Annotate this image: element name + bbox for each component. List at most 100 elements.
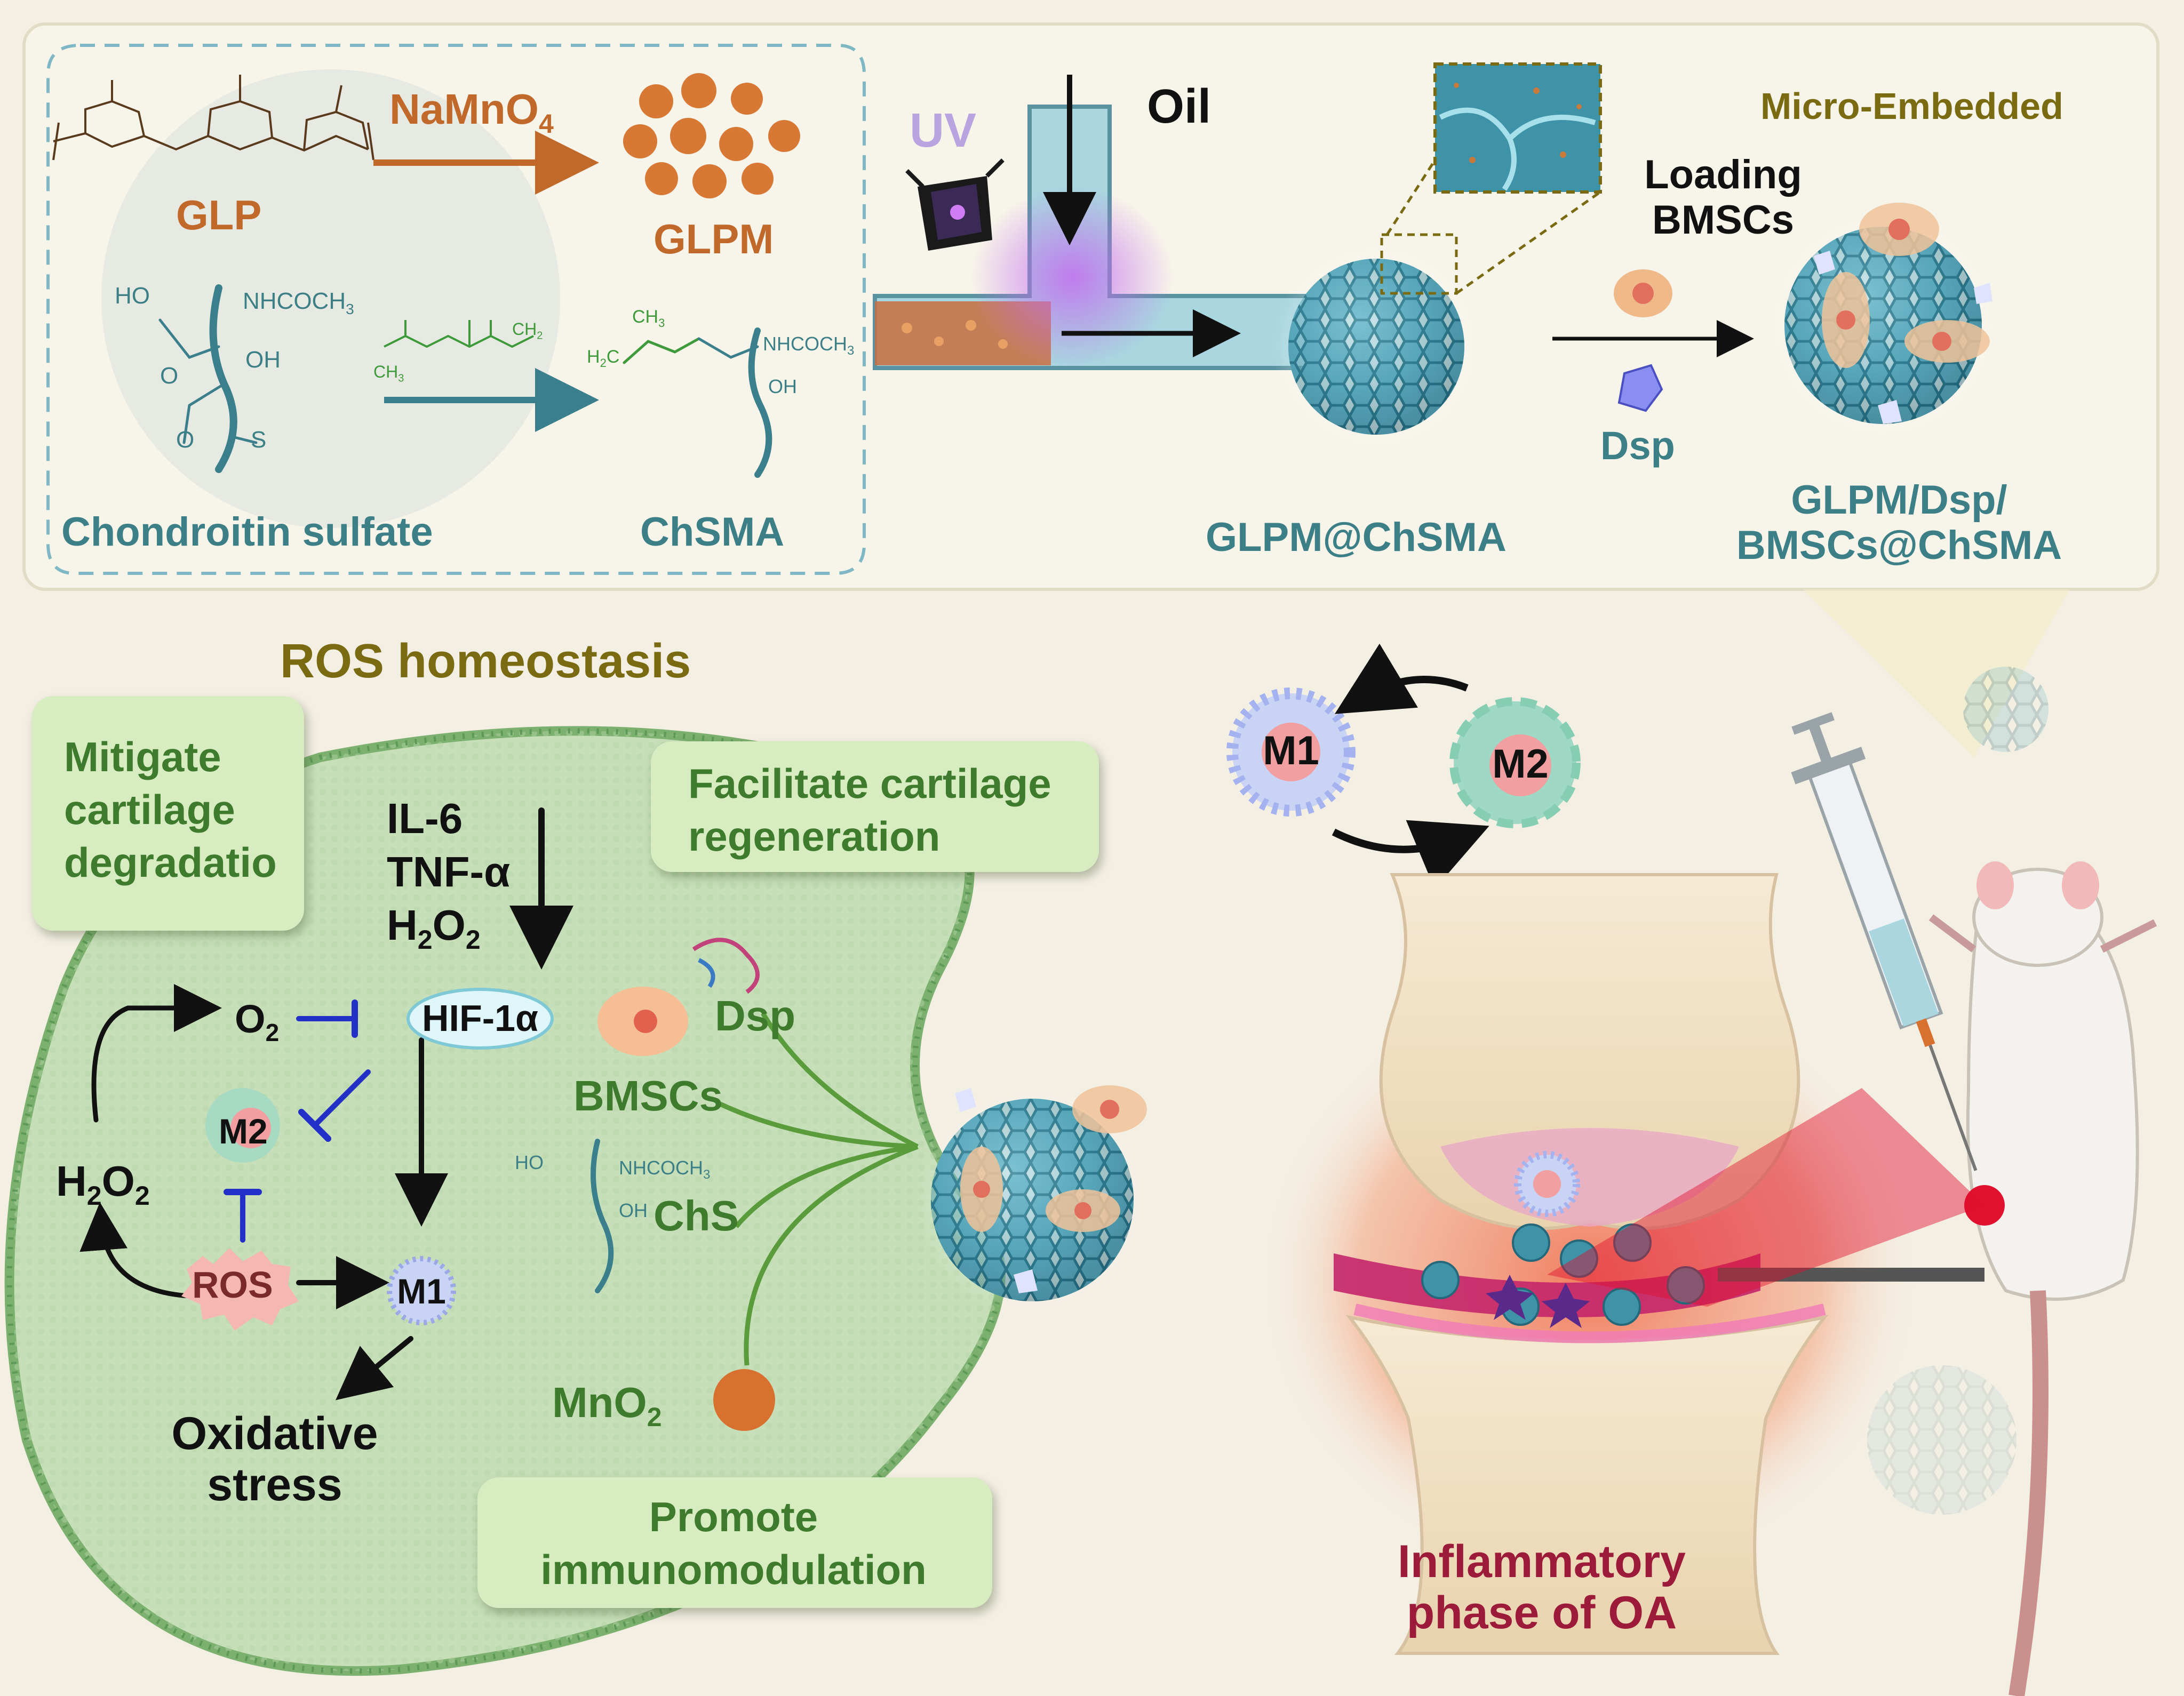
- syringe-icon: [1791, 712, 1978, 1171]
- loading-line1: Loading: [1644, 152, 1802, 197]
- label-glpm-chsma: GLPM@ChSMA: [1206, 515, 1507, 560]
- label-m2-small: M2: [219, 1111, 268, 1151]
- rat: [1547, 861, 2157, 1696]
- product-line1: GLPM/Dsp/: [1791, 477, 2007, 523]
- chem-nhcoch3-chsma: NHCOCH3: [763, 333, 854, 358]
- chondroitin-structure: [158, 284, 258, 473]
- zoom-inset: [1380, 62, 1602, 295]
- oxidative-line2: stress: [207, 1459, 342, 1511]
- label-tnf: TNF-α: [387, 848, 511, 895]
- chem-ch-chsma-sub: 3: [658, 316, 665, 330]
- dsp-protein: [692, 938, 760, 994]
- ros-burst: [181, 1248, 299, 1331]
- chem-s: S: [251, 427, 267, 453]
- methacrylic-anhydride: [384, 320, 534, 348]
- chem-o: O: [176, 427, 195, 453]
- h2o2-left-o: O: [101, 1157, 135, 1205]
- loading-line2: BMSCs: [1652, 197, 1795, 243]
- h2o2-top-o: O: [432, 901, 466, 949]
- box-mitigate: [32, 696, 304, 931]
- chem-ch-sub: 3: [398, 372, 404, 385]
- label-ros-homeostasis: ROS homeostasis: [280, 635, 691, 688]
- label-glp: GLP: [176, 191, 262, 238]
- label-il6: IL-6: [387, 795, 463, 842]
- m2-to-m1-arrow: [1334, 643, 1469, 714]
- chem-h2c: H2C: [587, 347, 620, 370]
- chem-nhcoch: NHCOCH: [243, 288, 346, 314]
- component-lines: [719, 1012, 919, 1366]
- box-promote: [477, 1477, 992, 1608]
- hif-ellipse: [406, 988, 554, 1050]
- oxidant-subscript: 4: [539, 109, 554, 139]
- loading-step: [1552, 269, 1754, 412]
- chem-ho: HO: [115, 283, 150, 309]
- label-chsma: ChSMA: [640, 509, 785, 555]
- box-facilitate: [651, 741, 1099, 872]
- injection-site-icon: [1964, 1185, 2005, 1226]
- cell-body: [4, 726, 1006, 1676]
- product-line2: BMSCs@ChSMA: [1736, 523, 2062, 569]
- label-m1-large: M1: [1263, 728, 1319, 773]
- chem-oh-chsma: OH: [768, 375, 797, 397]
- chs-structure: [591, 1139, 614, 1293]
- label-mno2: MnO2: [552, 1379, 662, 1432]
- mno2-text: MnO: [552, 1379, 647, 1426]
- facilitate-line2: regeneration: [688, 813, 940, 860]
- chem-sub3-chs: 3: [703, 1167, 711, 1182]
- chem-ch3-chsma: CH3: [632, 307, 665, 330]
- label-dsp-mech: Dsp: [715, 992, 796, 1039]
- knee-joint: [1259, 873, 1920, 1655]
- m1-cell-small: [387, 1256, 456, 1325]
- label-facilitate: Facilitate cartilage regeneration: [688, 757, 1051, 863]
- final-product-microsphere: [1768, 203, 1998, 440]
- chem-h: H: [587, 347, 600, 367]
- h2o2-left-sub2: 2: [134, 1181, 150, 1211]
- o2-sub: 2: [265, 1018, 280, 1046]
- label-chondroitin-sulfate: Chondroitin sulfate: [61, 509, 433, 555]
- label-m2-large: M2: [1492, 741, 1549, 787]
- mitigate-line3: degradatio: [64, 839, 277, 886]
- chem-sub3-chsma: 3: [847, 343, 855, 358]
- mitigate-line1: Mitigate: [64, 733, 221, 780]
- oxidant-formula: NaMnO: [389, 85, 539, 133]
- chem-o-minus: O: [160, 363, 179, 389]
- o2-o: O: [235, 997, 266, 1041]
- label-final-product: GLPM/Dsp/BMSCs@ChSMA: [1736, 477, 2062, 568]
- callout-wedge: [1803, 589, 2070, 757]
- h2o2-top-sub1: 2: [417, 925, 433, 955]
- label-glpm: GLPM: [653, 215, 774, 262]
- chem-c: C: [606, 347, 620, 367]
- chem-ch2: CH: [512, 319, 537, 339]
- oxidative-line1: Oxidative: [171, 1408, 378, 1459]
- microfluidic-chip: [873, 75, 1314, 370]
- mitigate-line2: cartilage: [64, 786, 235, 834]
- glpm-chsma-microsphere: [1272, 243, 1480, 451]
- chem-oh-chs: OH: [619, 1199, 648, 1221]
- m1-to-m2-arrow: [1332, 820, 1489, 889]
- label-h2o2-left: H2O2: [56, 1157, 150, 1211]
- label-promote: Promote immunomodulation: [540, 1491, 927, 1596]
- chem-ch-anhydride: CH: [373, 362, 398, 381]
- chem-nhcoch3-chs: NHCOCH3: [619, 1157, 710, 1182]
- chem-nhcoch-chs: NHCOCH: [619, 1157, 703, 1179]
- label-h2o2-top: H2O2: [387, 901, 481, 955]
- label-oil: Oil: [1147, 80, 1211, 133]
- label-micro-embedded: Micro-Embedded: [1760, 85, 2063, 127]
- promote-line2: immunomodulation: [540, 1546, 927, 1594]
- h2o2-left-h: H: [56, 1157, 87, 1205]
- chem-nhcoch-chsma: NHCOCH: [763, 333, 847, 355]
- mno2-particle: [713, 1369, 775, 1431]
- m2-cell-small: [205, 1088, 280, 1163]
- glp-structure: [52, 75, 374, 161]
- chem-ch-chsma: CH: [632, 307, 659, 327]
- promote-line1: Promote: [649, 1493, 818, 1540]
- h2o2-top-h: H: [387, 901, 418, 949]
- m1-macrophage: [1226, 687, 1356, 817]
- facilitate-line1: Facilitate cartilage: [688, 760, 1051, 807]
- chem-ho-chs: HO: [515, 1151, 544, 1173]
- chem-ch2-anhydride: CH2: [512, 319, 543, 342]
